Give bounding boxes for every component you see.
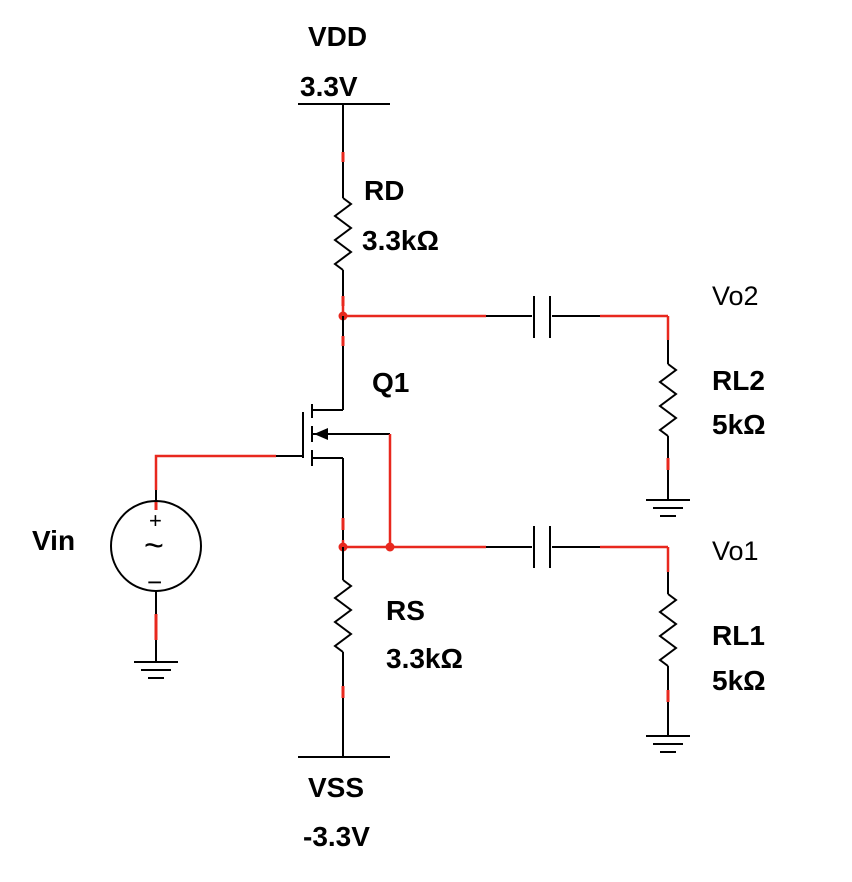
rs-zigzag (333, 579, 353, 653)
ac-source-vin[interactable]: + − ~ Vin (32, 490, 202, 662)
mosfet-q1[interactable]: Q1 (276, 367, 409, 466)
q1-label: Q1 (372, 367, 409, 398)
vdd-value: 3.3V (300, 71, 358, 102)
capacitor-bottom[interactable] (486, 526, 600, 568)
gate-wire (154, 454, 276, 490)
vdd-supply[interactable]: VDD 3.3V (298, 21, 390, 152)
vo2-label: Vo2 (712, 281, 759, 311)
ground-rl1 (646, 735, 690, 753)
vss-value: -3.3V (303, 821, 370, 852)
vin-minus-sign: − (147, 567, 162, 597)
ground-vin (134, 661, 178, 679)
sine-wave-icon: ~ (144, 527, 164, 565)
vss-supply[interactable]: VSS -3.3V (298, 756, 390, 852)
rl2-zigzag (658, 363, 678, 437)
resistor-rl2[interactable]: RL2 5kΩ (658, 340, 766, 500)
vss-label: VSS (308, 772, 364, 803)
capacitor-top[interactable] (486, 296, 600, 338)
body-junction (385, 542, 395, 552)
vin-label: Vin (32, 525, 75, 556)
resistor-rs[interactable]: RS 3.3kΩ (333, 547, 463, 757)
q1-body-arrow (314, 428, 328, 440)
rd-label: RD (364, 175, 404, 206)
rd-zigzag (333, 197, 353, 271)
ground-rl2 (646, 499, 690, 517)
rs-label: RS (386, 595, 425, 626)
rl2-value: 5kΩ (712, 409, 766, 440)
resistor-rl1[interactable]: RL1 5kΩ (658, 572, 766, 736)
vdd-label: VDD (308, 21, 367, 52)
resistor-rd[interactable]: RD 3.3kΩ (333, 152, 439, 306)
rd-value: 3.3kΩ (362, 225, 439, 256)
vo1-label: Vo1 (712, 536, 759, 566)
vin-plus-sign: + (149, 508, 162, 533)
rl1-value: 5kΩ (712, 665, 766, 696)
rl1-label: RL1 (712, 620, 765, 651)
rs-value: 3.3kΩ (386, 643, 463, 674)
rl1-zigzag (658, 593, 678, 667)
rl2-label: RL2 (712, 365, 765, 396)
